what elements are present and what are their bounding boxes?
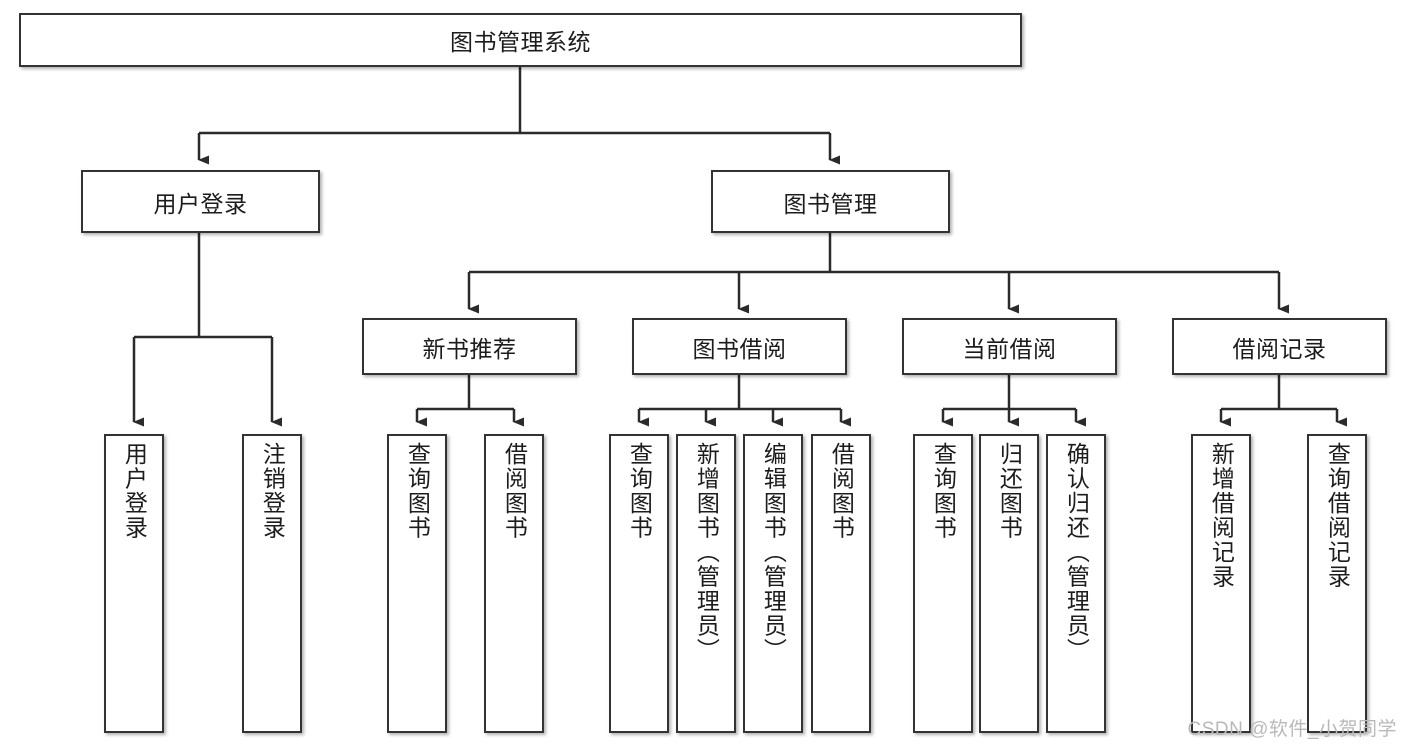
- node-label: 新增图书（管理员）: [693, 442, 720, 663]
- node-label: 图书管理: [783, 190, 878, 217]
- node-user-login[interactable]: 用户登录: [81, 170, 320, 233]
- node-label: 用户登录: [153, 190, 248, 217]
- node-label: 查询图书: [404, 442, 431, 540]
- node-label: 查询图书: [930, 442, 957, 540]
- node-label: 当前借阅: [962, 335, 1057, 362]
- node-label: 借阅图书: [501, 442, 528, 540]
- leaf-book-borrow-query[interactable]: 查询图书: [609, 434, 669, 733]
- node-label: 新书推荐: [422, 335, 517, 362]
- leaf-book-borrow-lend[interactable]: 借阅图书: [811, 434, 871, 733]
- node-label: 借阅记录: [1232, 335, 1327, 362]
- leaf-user-login-signout[interactable]: 注销登录: [242, 434, 302, 733]
- node-borrow-record[interactable]: 借阅记录: [1172, 318, 1387, 375]
- leaf-book-borrow-add[interactable]: 新增图书（管理员）: [676, 434, 736, 733]
- node-label: 图书借阅: [692, 335, 787, 362]
- node-book-management[interactable]: 图书管理: [711, 170, 950, 233]
- node-label: 图书管理系统: [450, 29, 591, 55]
- node-label: 用户登录: [121, 442, 148, 540]
- node-label: 借阅图书: [828, 442, 855, 540]
- node-label: 归还图书: [996, 442, 1023, 540]
- leaf-current-borrow-query[interactable]: 查询图书: [913, 434, 973, 733]
- leaf-borrow-record-add[interactable]: 新增借阅记录: [1191, 434, 1251, 733]
- leaf-borrow-record-query[interactable]: 查询借阅记录: [1307, 434, 1367, 733]
- node-label: 新增借阅记录: [1208, 442, 1235, 589]
- node-new-book-recommend[interactable]: 新书推荐: [362, 318, 577, 375]
- node-current-borrow[interactable]: 当前借阅: [902, 318, 1117, 375]
- node-label: 注销登录: [259, 442, 286, 540]
- leaf-new-book-borrow[interactable]: 借阅图书: [484, 434, 544, 733]
- node-root-system[interactable]: 图书管理系统: [19, 13, 1022, 67]
- leaf-current-borrow-confirm-return[interactable]: 确认归还（管理员）: [1046, 434, 1106, 733]
- leaf-new-book-query[interactable]: 查询图书: [387, 434, 447, 733]
- node-label: 查询借阅记录: [1324, 442, 1351, 589]
- leaf-current-borrow-return[interactable]: 归还图书: [979, 434, 1039, 733]
- leaf-user-login-signin[interactable]: 用户登录: [104, 434, 164, 733]
- node-label: 查询图书: [626, 442, 653, 540]
- leaf-book-borrow-edit[interactable]: 编辑图书（管理员）: [743, 434, 803, 733]
- node-label: 编辑图书（管理员）: [760, 442, 787, 663]
- node-book-borrow[interactable]: 图书借阅: [632, 318, 847, 375]
- node-label: 确认归还（管理员）: [1063, 442, 1090, 663]
- csdn-watermark: CSDN @软件_小贺同学: [1187, 719, 1397, 740]
